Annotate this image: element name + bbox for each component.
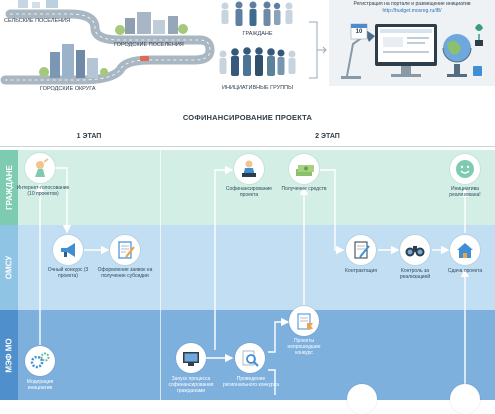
smiley-icon — [456, 160, 474, 178]
node-receive-funds — [289, 154, 319, 184]
label-cofinancing: Софинансирование проекта — [225, 186, 273, 198]
label-control: Контроль за реализацией — [399, 268, 431, 280]
node-not-passed — [289, 306, 319, 336]
contract-pen-icon — [354, 241, 370, 259]
initiative-groups-people-icon — [219, 47, 296, 76]
lane-citizens-head — [0, 150, 18, 225]
top-illustration: СЕЛЬСКИЕ ПОСЕЛЕНИЯ ГОРОДСКИЕ ПОСЕЛЕНИЯ Г… — [0, 0, 495, 100]
settlement-label-urban: ГОРОДСКИЕ ПОСЕЛЕНИЯ — [114, 42, 184, 48]
node-control — [400, 235, 430, 265]
node-handover — [450, 235, 480, 265]
magnifier-icon — [242, 350, 259, 367]
flag-document-icon — [297, 313, 313, 330]
participant-label-citizens: ГРАЖДАНЕ — [242, 31, 273, 37]
stage-column-divider — [160, 150, 161, 400]
lane-mef-head — [0, 310, 18, 400]
binoculars-icon — [405, 246, 425, 257]
stage-divider-line — [0, 146, 495, 147]
person-laptop-icon — [242, 160, 256, 177]
participant-label-groups: ИНИЦИАТИВНЫЕ ГРУППЫ — [222, 85, 293, 91]
portal-caption: Регистрация на портале и размещение иниц… — [353, 1, 471, 7]
node-contracting — [346, 235, 376, 265]
settlement-label-rural: СЕЛЬСКИЕ ПОСЕЛЕНИЯ — [4, 18, 71, 24]
gears-icon — [30, 352, 50, 369]
node-partial-bottom-middle — [347, 384, 377, 414]
monitor-print-icon — [183, 352, 199, 366]
document-pen-icon — [118, 241, 135, 259]
label-launch: Запуск процесса софинансирования граждан… — [168, 376, 214, 394]
node-contest-omsu — [53, 235, 83, 265]
label-contest-omsu: Очный конкурс (3 проекта) — [47, 267, 89, 279]
node-initiative-done — [450, 154, 480, 184]
label-contracting: Контрактация — [345, 268, 377, 274]
node-launch — [176, 343, 206, 373]
label-moderation: Модерация инициатив — [26, 379, 54, 391]
label-regional-contest: Проведение регионального конкурса — [223, 376, 279, 388]
section-title: СОФИНАНСИРОВАНИЕ ПРОЕКТА — [182, 113, 313, 122]
megaphone-icon — [61, 243, 75, 257]
label-internet-voting: Интернет-голосование (10 проектов) — [16, 185, 70, 197]
node-moderation — [25, 346, 55, 376]
stage-2-label: 2 ЭТАП — [315, 133, 340, 140]
house-icon — [457, 243, 473, 258]
flow-connectors — [35, 165, 470, 395]
portal-panel: Регистрация на портале и размещение иниц… — [329, 0, 495, 86]
bracket-arrow — [309, 21, 327, 79]
calendar-day: 10 — [355, 29, 363, 35]
lane-omsu-head — [0, 225, 18, 310]
label-handover: Сдача проекта — [447, 268, 483, 274]
settlement-label-districts: ГОРОДСКИЕ ОКРУГА — [40, 86, 96, 92]
node-internet-voting — [25, 153, 55, 183]
money-stack-icon — [296, 165, 314, 176]
node-cofinancing — [234, 154, 264, 184]
node-regional-contest — [235, 343, 265, 373]
label-not-passed: Проекты непрошедшие конкурс — [287, 338, 321, 356]
voting-hand-icon — [35, 158, 49, 177]
citizens-people-icon — [221, 1, 293, 26]
label-receive-funds: Получение средств — [281, 186, 327, 192]
stage-1-label: 1 ЭТАП — [76, 133, 102, 140]
label-applications: Оформление заявок на получение субсидии — [97, 267, 153, 279]
desk-scene-icon — [341, 23, 483, 79]
label-initiative-done: Инициатива реализована! — [449, 186, 481, 198]
node-applications — [110, 235, 140, 265]
node-partial-bottom-right — [450, 384, 480, 414]
portal-url[interactable]: http://budget.mosreg.ru/iB/ — [382, 8, 442, 14]
